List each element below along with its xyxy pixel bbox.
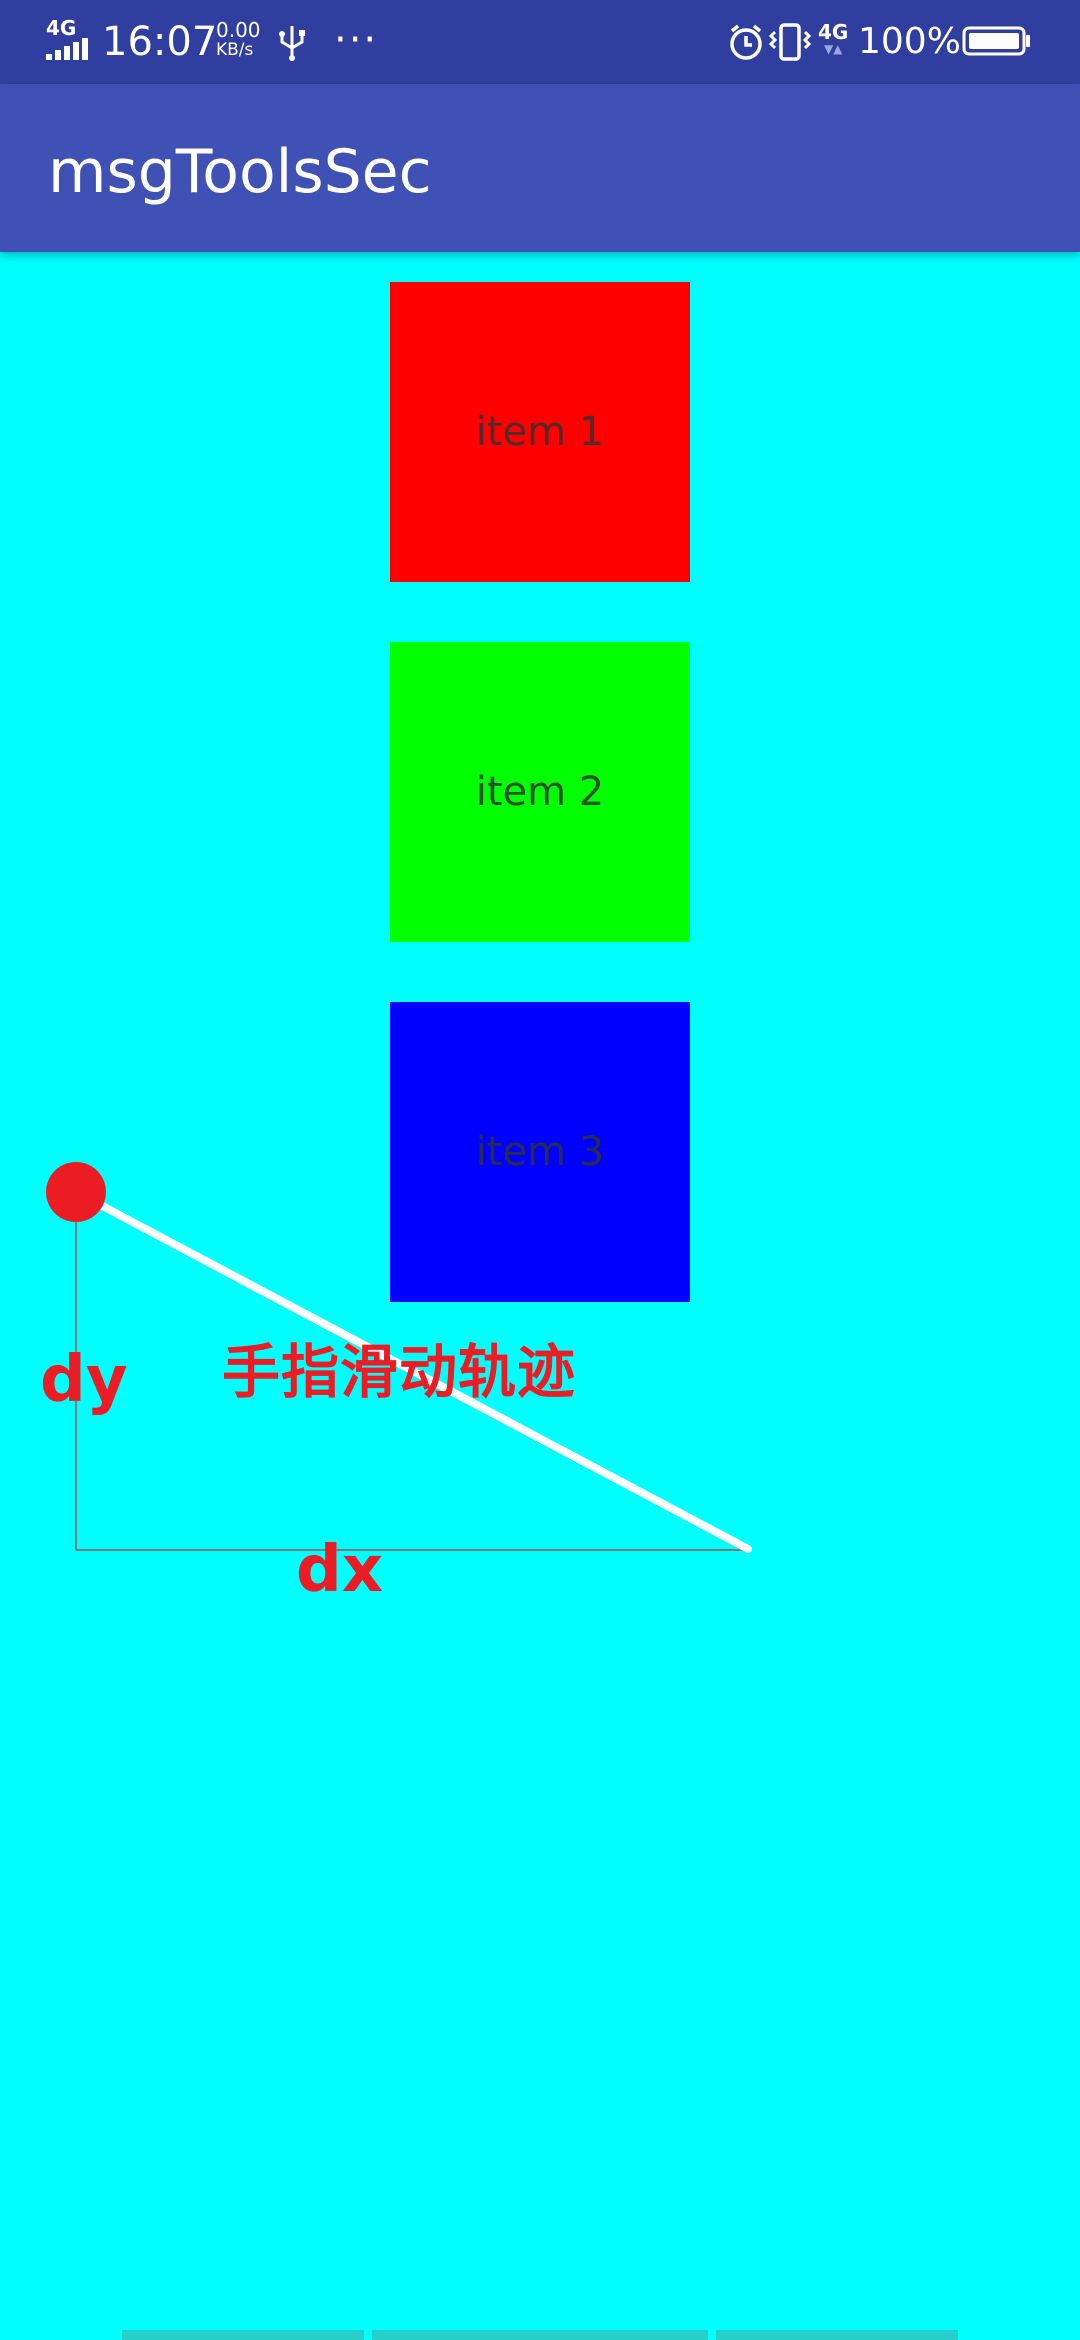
item-2-label: item 2 — [475, 769, 605, 815]
battery-icon — [962, 26, 1032, 56]
network-4g-label: 4G — [818, 20, 849, 44]
signal-icon: 4G — [46, 16, 90, 60]
item-1-box[interactable]: item 1 — [390, 282, 690, 582]
item-3-label: item 3 — [475, 1129, 605, 1175]
dx-label: dx — [296, 1533, 384, 1607]
alarm-icon — [726, 22, 766, 62]
vibrate-icon — [768, 22, 812, 62]
finger-trail-label: 手指滑动轨迹 — [222, 1338, 577, 1406]
dy-label: dy — [40, 1343, 128, 1417]
item-2-box[interactable]: item 2 — [390, 642, 690, 942]
more-icon: ··· — [334, 17, 379, 63]
network-speed-unit: KB/s — [216, 40, 254, 60]
network-type-label: 4G — [46, 16, 77, 40]
app-title: msgToolsSec — [48, 137, 432, 207]
status-bar: 4G 16:07 0.00 KB/s ··· — [0, 0, 1080, 84]
nav-indicator-left — [122, 2330, 364, 2340]
clock: 16:07 — [102, 19, 218, 65]
nav-indicator-right — [716, 2330, 958, 2340]
network-4g-icon: 4G ▼▲ — [818, 20, 849, 56]
usb-icon — [274, 22, 310, 62]
item-3-box[interactable]: item 3 — [390, 1002, 690, 1302]
touch-point-dot — [46, 1162, 106, 1222]
nav-indicator-center — [372, 2330, 708, 2340]
network-speed: 0.00 KB/s — [216, 20, 261, 60]
app-bar: msgToolsSec — [0, 84, 1080, 252]
item-1-label: item 1 — [475, 409, 605, 455]
network-speed-value: 0.00 — [216, 18, 261, 42]
battery-percent: 100% — [858, 21, 961, 62]
